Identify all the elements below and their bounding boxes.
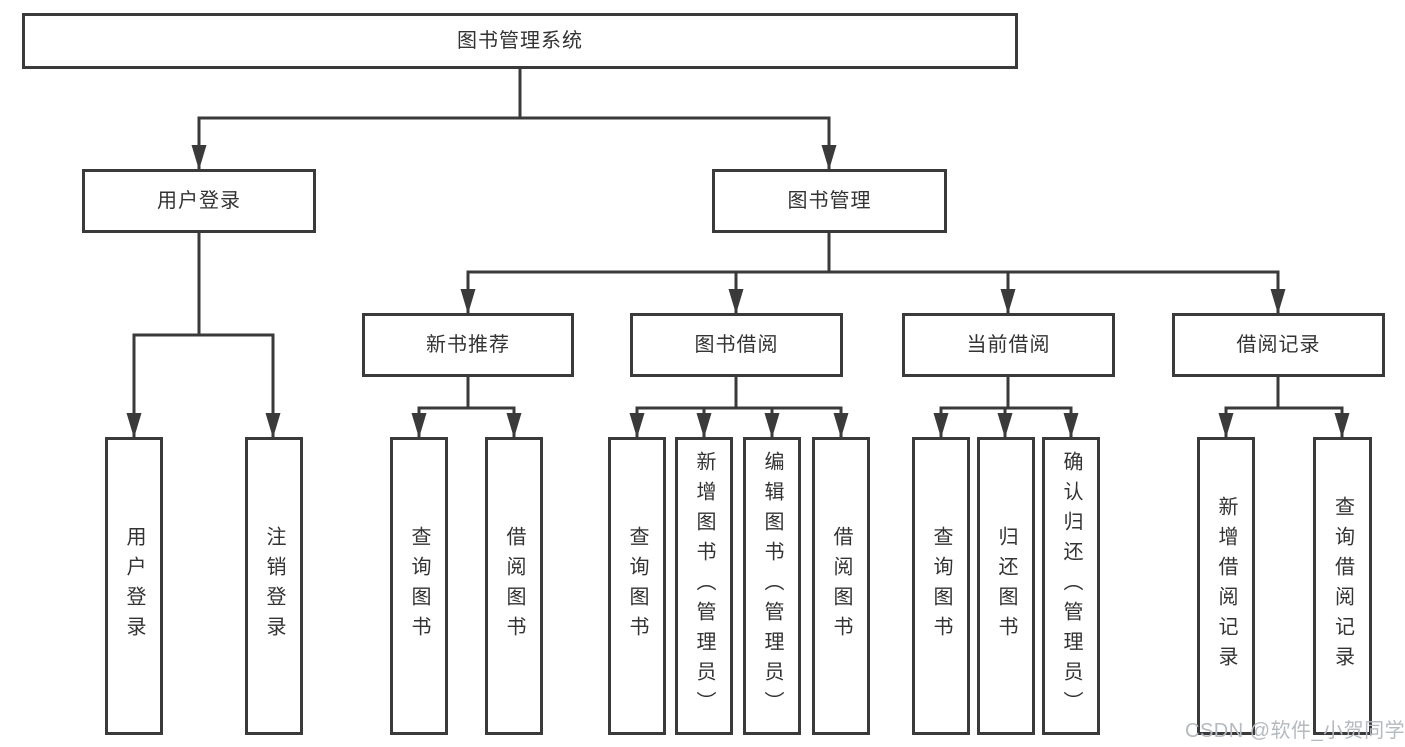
leaf-query-books-recommend: 查询图书 <box>390 437 448 735</box>
node-book-borrowing: 图书借阅 <box>630 313 843 377</box>
node-library-system: 图书管理系统 <box>22 13 1018 69</box>
node-book-management: 图书管理 <box>712 169 947 233</box>
leaf-confirm-return-admin: 确认归还（管理员） <box>1042 437 1100 735</box>
node-new-book-recommend: 新书推荐 <box>362 313 574 377</box>
leaf-add-borrow-record: 新增借阅记录 <box>1197 437 1255 735</box>
leaf-return-book: 归还图书 <box>977 437 1035 735</box>
watermark: CSDN @软件_小贺同学 <box>1185 720 1405 742</box>
leaf-query-books-current: 查询图书 <box>912 437 970 735</box>
node-borrowing-records: 借阅记录 <box>1172 313 1385 377</box>
leaf-borrow-books-recommend: 借阅图书 <box>485 437 543 735</box>
node-current-borrowing: 当前借阅 <box>902 313 1115 377</box>
leaf-edit-book-admin: 编辑图书（管理员） <box>743 437 801 735</box>
leaf-query-borrow-record: 查询借阅记录 <box>1313 437 1372 735</box>
leaf-user-login: 用户登录 <box>105 437 163 735</box>
node-user-login: 用户登录 <box>82 169 316 233</box>
leaf-logout: 注销登录 <box>245 437 303 735</box>
leaf-query-books-borrowing: 查询图书 <box>608 437 666 735</box>
leaf-borrow-books: 借阅图书 <box>812 437 870 735</box>
leaf-add-book-admin: 新增图书（管理员） <box>675 437 733 735</box>
